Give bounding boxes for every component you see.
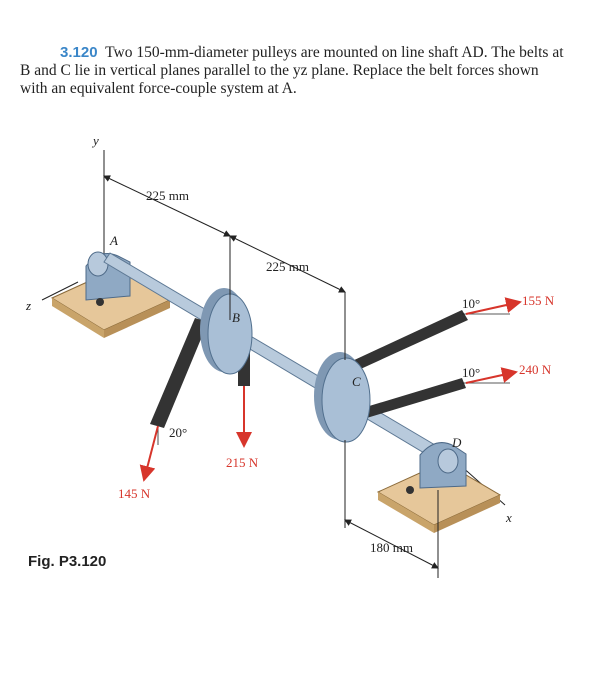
dim-label-ab: 225 mm	[146, 188, 189, 203]
bearing-d-bolt	[406, 486, 414, 494]
z-axis-line	[41, 281, 79, 301]
force-label-155: 155 N	[522, 293, 555, 308]
belt-c-top	[350, 310, 468, 372]
pulley-c	[321, 357, 371, 443]
figure-caption: Fig. P3.120	[28, 553, 107, 570]
angle-label-c-top: 10°	[462, 296, 480, 311]
dim-line-ab	[103, 175, 231, 237]
point-label-d: D	[451, 435, 462, 450]
force-label-145: 145 N	[118, 486, 151, 501]
point-label-b: B	[232, 310, 240, 325]
dim-label-bc: 225 mm	[266, 259, 309, 274]
base-plate-a-side	[52, 298, 104, 338]
dim-label-cd: 180 mm	[370, 540, 413, 555]
force-label-240: 240 N	[519, 362, 552, 377]
angle-label-c-bottom: 10°	[462, 365, 480, 380]
problem-number: 3.120	[60, 44, 98, 61]
axis-label-y: y	[91, 133, 99, 148]
dim-line-bc	[229, 235, 346, 293]
axis-label-x: x	[505, 510, 512, 525]
problem-statement: 3.120 Two 150-mm-diameter pulleys are mo…	[20, 44, 565, 98]
force-arrow-240	[465, 367, 518, 384]
belt-b-left	[150, 318, 208, 428]
force-arrow-155	[465, 297, 522, 315]
problem-text: Two 150-mm-diameter pulleys are mounted …	[20, 44, 564, 97]
point-label-a: A	[109, 233, 118, 248]
force-label-215: 215 N	[226, 455, 259, 470]
bearing-a-bolt	[96, 298, 104, 306]
bearing-a-face	[87, 251, 109, 277]
belt-c-bottom	[356, 378, 466, 420]
base-plate-a-front	[104, 300, 170, 338]
angle-label-b: 20°	[169, 425, 187, 440]
axis-label-z: z	[25, 298, 31, 313]
base-plate-d-front	[434, 495, 500, 533]
bearing-d-face	[437, 448, 459, 474]
point-label-c: C	[352, 374, 361, 389]
force-arrow-145	[139, 425, 159, 482]
dim-line-cd	[344, 519, 439, 569]
